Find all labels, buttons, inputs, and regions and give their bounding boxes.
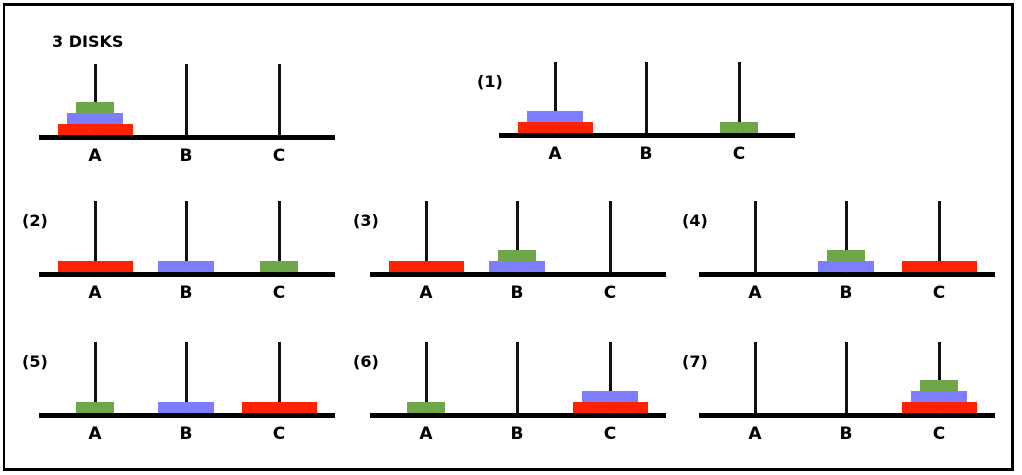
disk-medium — [911, 391, 967, 402]
peg-c — [278, 201, 281, 273]
peg-label: C — [932, 283, 946, 303]
peg-b — [185, 342, 188, 414]
peg-c — [609, 342, 612, 414]
diagram-title: 3 DISKS — [52, 32, 124, 51]
hanoi-panel: A B C — [39, 60, 339, 180]
peg-label: B — [639, 144, 653, 164]
base — [699, 272, 995, 277]
step-label: (4) — [682, 211, 708, 230]
hanoi-panel: (2) A B C — [22, 197, 339, 317]
peg-label: A — [88, 146, 102, 166]
peg-a — [94, 342, 97, 414]
peg-label: B — [179, 146, 193, 166]
disk-medium — [158, 402, 214, 413]
peg-a — [754, 342, 757, 414]
disk-medium — [818, 261, 874, 272]
peg-label: C — [272, 146, 286, 166]
disk-small — [76, 402, 114, 413]
peg-a — [94, 201, 97, 273]
step-label: (1) — [477, 72, 503, 91]
peg-c — [938, 342, 941, 414]
disk-medium — [527, 111, 583, 122]
disk-large — [57, 261, 133, 272]
base — [39, 135, 335, 140]
peg-label: A — [748, 283, 762, 303]
disk-small — [498, 250, 536, 261]
peg-b — [845, 342, 848, 414]
peg-label: C — [932, 424, 946, 444]
step-label: (7) — [682, 352, 708, 371]
peg-label: B — [179, 424, 193, 444]
peg-b — [185, 201, 188, 273]
peg-label: B — [510, 283, 524, 303]
peg-c — [278, 64, 281, 136]
peg-label: A — [748, 424, 762, 444]
disk-large — [388, 261, 464, 272]
hanoi-panel: (1) A B C — [477, 58, 799, 178]
peg-label: B — [179, 283, 193, 303]
disk-small — [260, 261, 298, 272]
step-label: (6) — [353, 352, 379, 371]
peg-b — [645, 62, 648, 134]
peg-b — [516, 342, 519, 414]
peg-label: B — [839, 283, 853, 303]
disk-large — [517, 122, 593, 133]
peg-label: C — [603, 283, 617, 303]
hanoi-panel: (6) A B C — [353, 338, 670, 458]
peg-label: C — [272, 283, 286, 303]
peg-a — [94, 64, 97, 136]
disk-medium — [67, 113, 123, 124]
peg-label: A — [419, 424, 433, 444]
peg-a — [425, 201, 428, 273]
peg-b — [845, 201, 848, 273]
disk-small — [920, 380, 958, 391]
base — [370, 272, 666, 277]
peg-a — [554, 62, 557, 134]
hanoi-panel: (7) A B C — [682, 338, 999, 458]
peg-label: C — [603, 424, 617, 444]
hanoi-panel: (5) A B C — [22, 338, 339, 458]
base — [499, 133, 795, 138]
peg-label: C — [272, 424, 286, 444]
step-label: (2) — [22, 211, 48, 230]
peg-label: A — [548, 144, 562, 164]
disk-medium — [489, 261, 545, 272]
peg-c — [738, 62, 741, 134]
disk-small — [76, 102, 114, 113]
disk-small — [827, 250, 865, 261]
peg-b — [185, 64, 188, 136]
peg-label: A — [419, 283, 433, 303]
peg-c — [609, 201, 612, 273]
disk-medium — [582, 391, 638, 402]
base — [39, 272, 335, 277]
peg-a — [425, 342, 428, 414]
peg-a — [754, 201, 757, 273]
hanoi-panel: (3) A B C — [353, 197, 670, 317]
diagram-frame — [3, 3, 1014, 471]
disk-small — [720, 122, 758, 133]
disk-large — [901, 402, 977, 413]
base — [699, 413, 995, 418]
peg-c — [278, 342, 281, 414]
peg-label: B — [839, 424, 853, 444]
disk-large — [901, 261, 977, 272]
peg-label: C — [732, 144, 746, 164]
disk-large — [241, 402, 317, 413]
disk-small — [407, 402, 445, 413]
peg-c — [938, 201, 941, 273]
peg-label: A — [88, 424, 102, 444]
disk-medium — [158, 261, 214, 272]
peg-b — [516, 201, 519, 273]
hanoi-panel: (4) A B C — [682, 197, 999, 317]
base — [370, 413, 666, 418]
step-label: (3) — [353, 211, 379, 230]
disk-large — [572, 402, 648, 413]
disk-large — [57, 124, 133, 135]
base — [39, 413, 335, 418]
peg-label: B — [510, 424, 524, 444]
step-label: (5) — [22, 352, 48, 371]
peg-label: A — [88, 283, 102, 303]
